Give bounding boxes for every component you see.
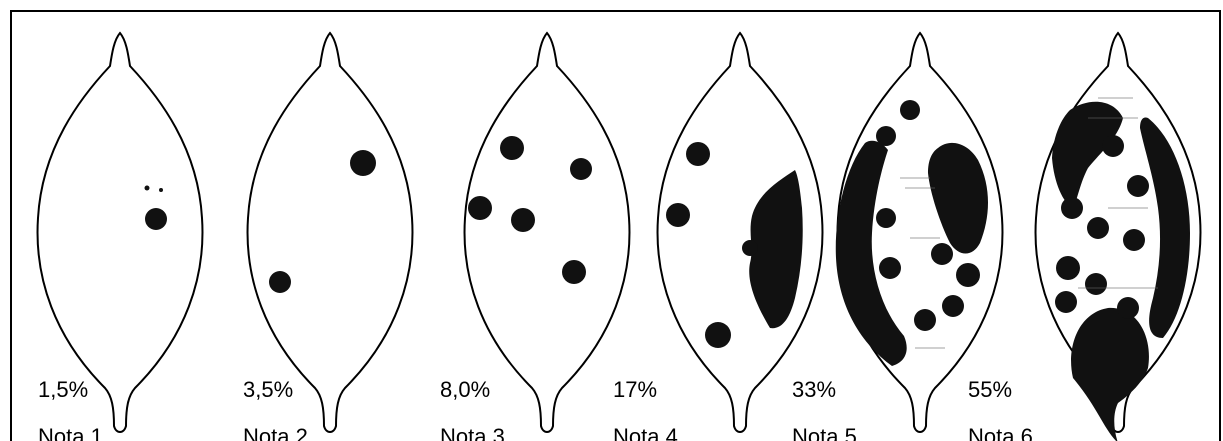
lesion-spot	[511, 208, 535, 232]
severity-percent-2: 3,5%	[243, 379, 293, 401]
lesion-spot	[879, 257, 901, 279]
lesion-spot	[1102, 135, 1124, 157]
lesion-speck	[145, 186, 150, 191]
severity-note-2: Nota 2	[243, 426, 308, 441]
lesion-spot	[1061, 197, 1083, 219]
lesion-spot	[914, 309, 936, 331]
severity-note-6: Nota 6	[968, 426, 1033, 441]
lesion-spot	[1127, 175, 1149, 197]
lesion-spot	[705, 322, 731, 348]
lesion-spot	[876, 208, 896, 228]
leaf-nota-3	[465, 33, 630, 432]
severity-note-3: Nota 3	[440, 426, 505, 441]
lesion-spot	[686, 142, 710, 166]
severity-percent-1: 1,5%	[38, 379, 88, 401]
lesion-spot	[876, 126, 896, 146]
lesion-spot	[666, 203, 690, 227]
lesion-spot	[500, 136, 524, 160]
severity-percent-6: 55%	[968, 379, 1012, 401]
severity-percent-4: 17%	[613, 379, 657, 401]
leaf-nota-4	[658, 33, 823, 432]
lesion-spot	[900, 100, 920, 120]
lesion-spot	[145, 208, 167, 230]
lesion-spot	[956, 263, 980, 287]
leaf-nota-6	[1036, 33, 1201, 441]
severity-percent-3: 8,0%	[440, 379, 490, 401]
lesion-spot	[1056, 256, 1080, 280]
lesion-spot	[931, 243, 953, 265]
lesion-spot	[468, 196, 492, 220]
severity-note-5: Nota 5	[792, 426, 857, 441]
severity-note-4: Nota 4	[613, 426, 678, 441]
severity-percent-5: 33%	[792, 379, 836, 401]
lesion-spot	[350, 150, 376, 176]
lesion-speck	[159, 188, 163, 192]
lesion-spot	[562, 260, 586, 284]
lesion-band-bottom	[1071, 308, 1149, 441]
severity-note-1: Nota 1	[38, 426, 103, 441]
lesion-spot	[1123, 229, 1145, 251]
leaf-nota-2	[248, 33, 413, 432]
lesion-spot	[1055, 291, 1077, 313]
lesion-spot	[570, 158, 592, 180]
lesion-spot	[942, 295, 964, 317]
lesion-spot	[1087, 217, 1109, 239]
lesion-spot	[1117, 297, 1139, 319]
leaf-nota-5	[836, 33, 1003, 432]
lesion-spot	[269, 271, 291, 293]
lesion-spot	[1085, 273, 1107, 295]
leaf-nota-1	[38, 33, 203, 432]
